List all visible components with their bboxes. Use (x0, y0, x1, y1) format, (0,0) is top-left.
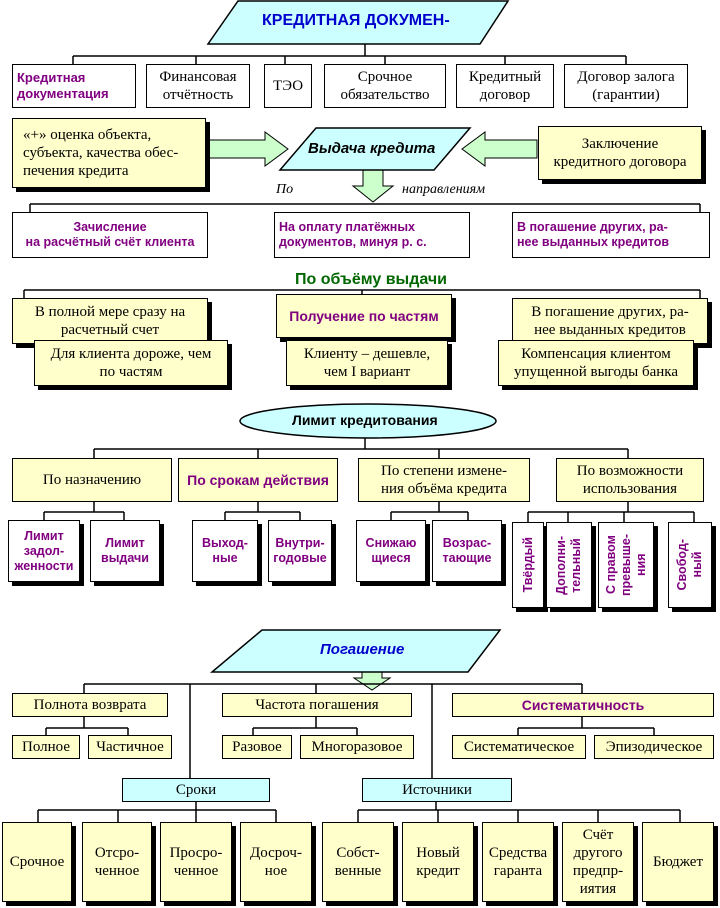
direction-to-account: Зачисление на расчётный счёт клиента (12, 212, 208, 258)
limit-leaf-free: Свобод- ный (668, 522, 712, 608)
doc-financial-statements: Финансовая отчётность (146, 64, 250, 108)
volume-full-note: Для клиента дороже, чем по частям (34, 340, 228, 386)
repay-term-early: Досроч- ное (240, 822, 312, 902)
doc-feasibility-study: ТЭО (264, 64, 312, 108)
repay-term-overdue: Просро- ченное (160, 822, 232, 902)
repay-partial: Частичное (88, 735, 172, 759)
limit-leaf-debt: Лимит задол- женности (8, 520, 80, 582)
repay-group-completeness: Полнота возврата (12, 693, 168, 717)
limit-leaf-increasing: Возрас- тающие (432, 520, 502, 582)
repay-episodic: Эпизодическое (594, 735, 714, 759)
repay-source-budget: Бюджет (642, 822, 714, 902)
label-directions: направлениям (402, 182, 486, 197)
limit-leaf-additional: Дополни- тельный (546, 522, 592, 608)
volume-full: В полной мере сразу на расчетный счет (12, 298, 208, 344)
volume-parts: Получение по частям (276, 294, 452, 338)
volume-parts-note: Клиенту – дешевле, чем I вариант (286, 340, 448, 386)
repay-term-deferred: Отсро- ченное (82, 822, 152, 902)
limit-leaf-issue: Лимит выдачи (90, 520, 160, 582)
repay-source-own: Собст- венные (322, 822, 394, 902)
limit-group-term: По срокам действия (178, 458, 338, 502)
repay-source-guarantor: Средства гаранта (482, 822, 554, 902)
volume-repay: В погашение других, ра- нее выданных кре… (512, 298, 708, 344)
label-by: По (276, 182, 294, 197)
limit-leaf-fixed: Твёрдый (512, 522, 544, 608)
repay-single: Разовое (222, 735, 292, 759)
direction-repay-other: В погашение других, ра- нее выданных кре… (512, 212, 710, 258)
repay-systematic: Систематическое (452, 735, 586, 759)
doc-promissory-note: Срочное обязательство (324, 64, 446, 108)
repay-term-urgent: Срочное (2, 822, 72, 902)
limit-group-usage: По возможности использования (556, 458, 704, 502)
note-agreement: Заключение кредитного договора (538, 126, 702, 180)
doc-collateral-agreement: Договор залога (гарантии) (564, 64, 688, 108)
issue-title: Выдача кредита (308, 140, 436, 157)
limit-leaf-intrayear: Внутри- годовые (268, 520, 332, 582)
limit-group-volume-change: По степени измене- ния объёма кредита (358, 458, 530, 502)
limit-leaf-decreasing: Снижаю щиеся (356, 520, 426, 582)
repay-group-systematic: Систематичность (452, 693, 714, 717)
doc-credit-documentation: Кредитная документация (12, 64, 136, 108)
volume-title: По объёму выдачи (292, 271, 450, 289)
limit-leaf-weekend: Выход- ные (192, 520, 258, 582)
repay-source-new-credit: Новый кредит (402, 822, 474, 902)
limit-leaf-overdraft: С правом превыше- ния (598, 522, 654, 608)
repay-source-other-company: Счёт другого предпр- иятия (562, 822, 634, 902)
limit-title: Лимит кредитования (292, 412, 438, 428)
repay-group-frequency: Частота погашения (222, 693, 412, 717)
direction-payment-docs: На оплату платёжных документов, минуя р.… (274, 212, 470, 258)
repay-sources-header: Источники (362, 778, 512, 802)
page-title: КРЕДИТНАЯ ДОКУМЕН- (262, 12, 450, 29)
repay-terms-header: Сроки (122, 778, 270, 802)
repay-multiple: Многоразовое (300, 735, 414, 759)
repay-title: Погашение (320, 641, 405, 658)
limit-group-purpose: По назначению (12, 458, 172, 502)
repay-full: Полное (12, 735, 80, 759)
note-evaluation: «+» оценка объекта, субъекта, качества о… (12, 118, 206, 188)
volume-repay-note: Компенсация клиентом упущенной выгоды ба… (498, 340, 694, 386)
doc-credit-agreement: Кредитный договор (456, 64, 554, 108)
